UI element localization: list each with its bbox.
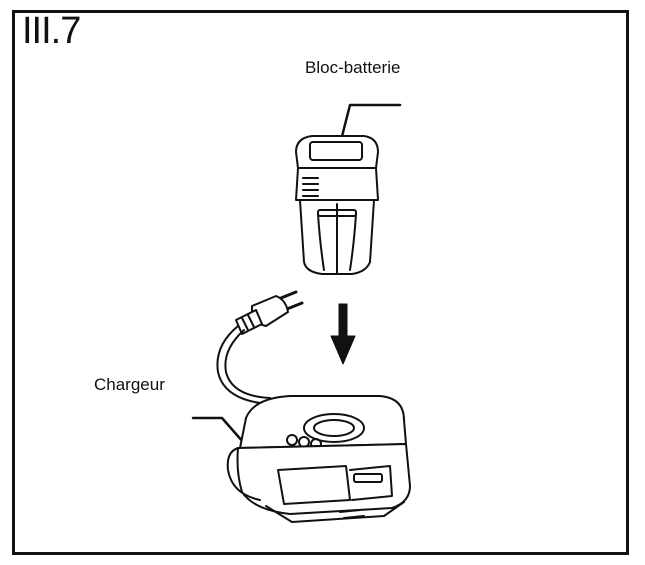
figure-frame [12, 10, 629, 555]
power-cable [216, 325, 271, 405]
figure-number: III.7 [22, 10, 81, 52]
power-plug-icon [235, 290, 304, 335]
arrow-down-icon [330, 303, 356, 365]
charger-base-icon [226, 395, 411, 523]
battery-label: Bloc-batterie [305, 58, 401, 77]
charger-label: Chargeur [94, 375, 165, 394]
battery-pack-icon [295, 135, 379, 275]
